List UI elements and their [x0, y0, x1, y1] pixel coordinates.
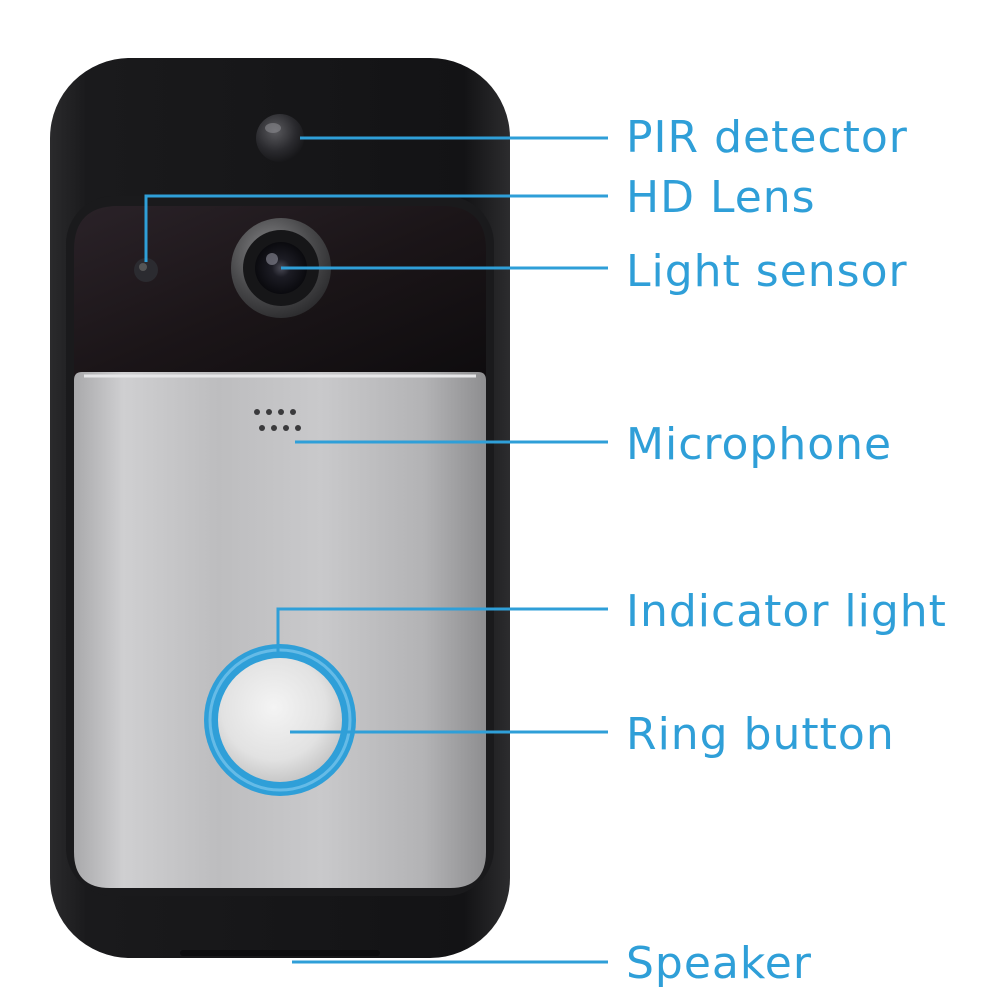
callout-line-indicator: [276, 607, 608, 652]
callout-lines: [144, 136, 608, 964]
pir-dome-icon: [256, 114, 304, 162]
doorbell-device: [50, 58, 510, 958]
metal-faceplate: [74, 372, 486, 888]
label-speaker: Speaker: [626, 938, 812, 989]
light-sensor-highlight: [139, 263, 147, 271]
indicator-ring-glow: [208, 648, 352, 792]
label-pir-detector: PIR detector: [626, 112, 908, 163]
light-sensor-icon: [134, 258, 158, 282]
microphone-holes-icon: [254, 409, 301, 431]
label-microphone: Microphone: [626, 419, 892, 470]
label-hd-lens: HD Lens: [626, 172, 816, 223]
pir-highlight: [265, 123, 281, 133]
label-indicator-light: Indicator light: [626, 586, 947, 637]
lens-reflection: [266, 253, 278, 265]
label-ring-button: Ring button: [626, 709, 895, 760]
ring-button[interactable]: [218, 658, 342, 782]
callout-line-lens: [144, 194, 608, 262]
label-light-sensor: Light sensor: [626, 246, 908, 297]
speaker-slot-icon: [180, 950, 380, 956]
